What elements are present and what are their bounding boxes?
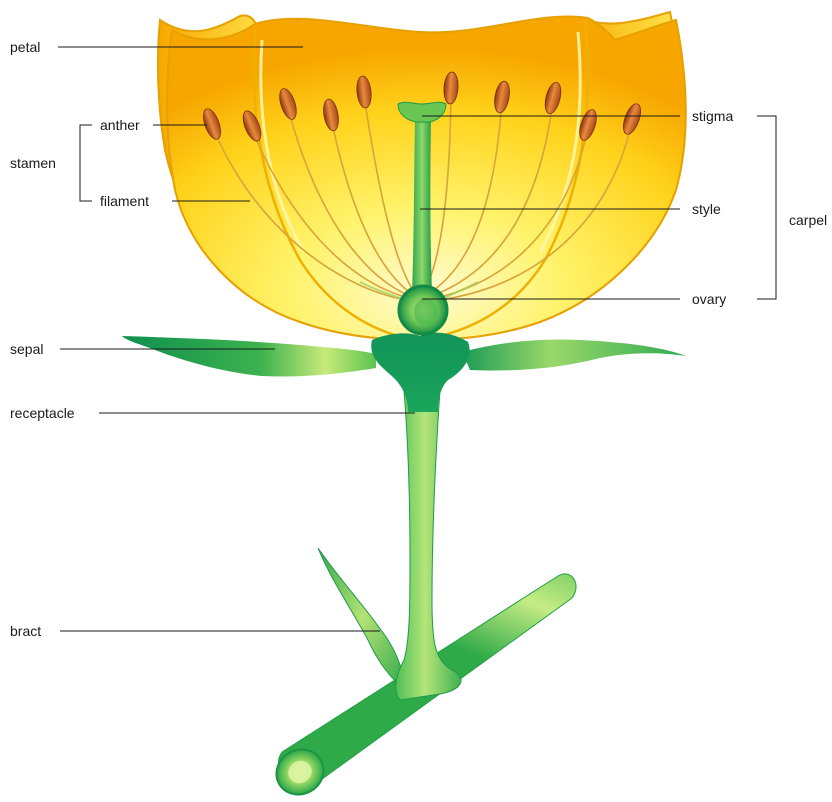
receptacle-shape [371,333,469,412]
label-bract: bract [10,623,41,639]
sepal-left-shape [122,336,376,377]
bracket-carpel [757,116,776,299]
style-shape [412,118,432,292]
label-receptacle: receptacle [10,405,75,421]
label-stigma: stigma [692,108,733,124]
sepal-right-shape [462,340,686,371]
label-filament: filament [100,193,149,209]
label-sepal: sepal [10,341,43,357]
label-carpel: carpel [789,212,827,228]
bract-shape [318,548,405,690]
label-style: style [692,201,721,217]
label-stamen: stamen [10,155,56,171]
label-anther: anther [100,117,140,133]
label-petal: petal [10,39,40,55]
label-ovary: ovary [692,291,726,307]
bracket-stamen [80,125,92,201]
